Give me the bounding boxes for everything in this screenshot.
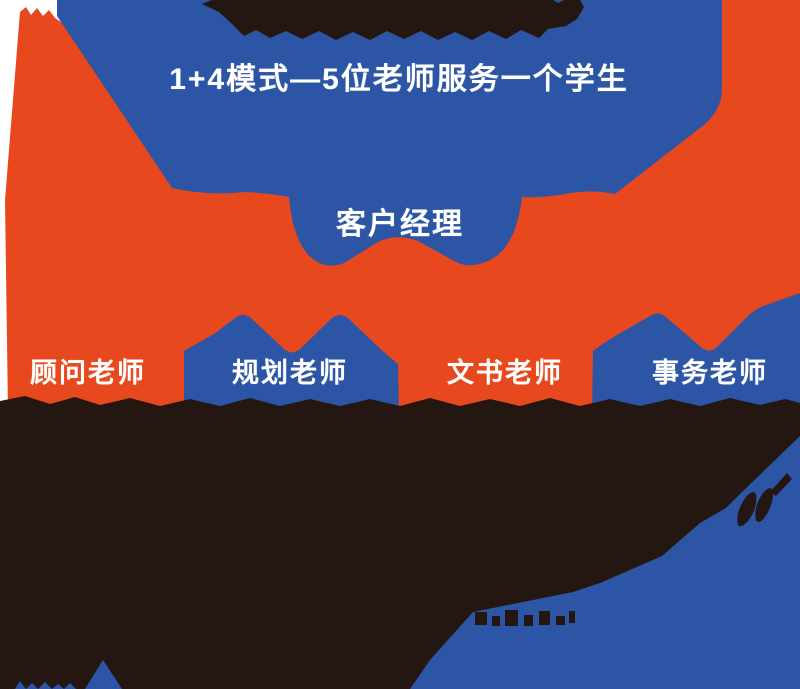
slash-marks	[737, 473, 792, 527]
cropped-text-fragments	[475, 610, 575, 626]
customer-manager-label: 客户经理	[336, 208, 464, 241]
teacher-label-planning: 规划老师	[232, 358, 348, 388]
planning-teacher-blob	[184, 314, 399, 412]
teacher-label-consultant: 顾问老师	[30, 358, 146, 388]
bottom-left-blue-peak	[85, 660, 122, 689]
blue-funnel-shape	[57, 0, 722, 266]
bottom-left-blue-jaggies	[15, 681, 76, 689]
affairs-teacher-blob	[592, 293, 800, 412]
teacher-label-documents: 文书老师	[447, 358, 563, 388]
cropped-title-text-mass	[202, 0, 584, 40]
banner-subtitle: 1+4模式—5位老师服务一个学生	[169, 63, 629, 96]
teacher-label-affairs: 事务老师	[652, 358, 768, 388]
